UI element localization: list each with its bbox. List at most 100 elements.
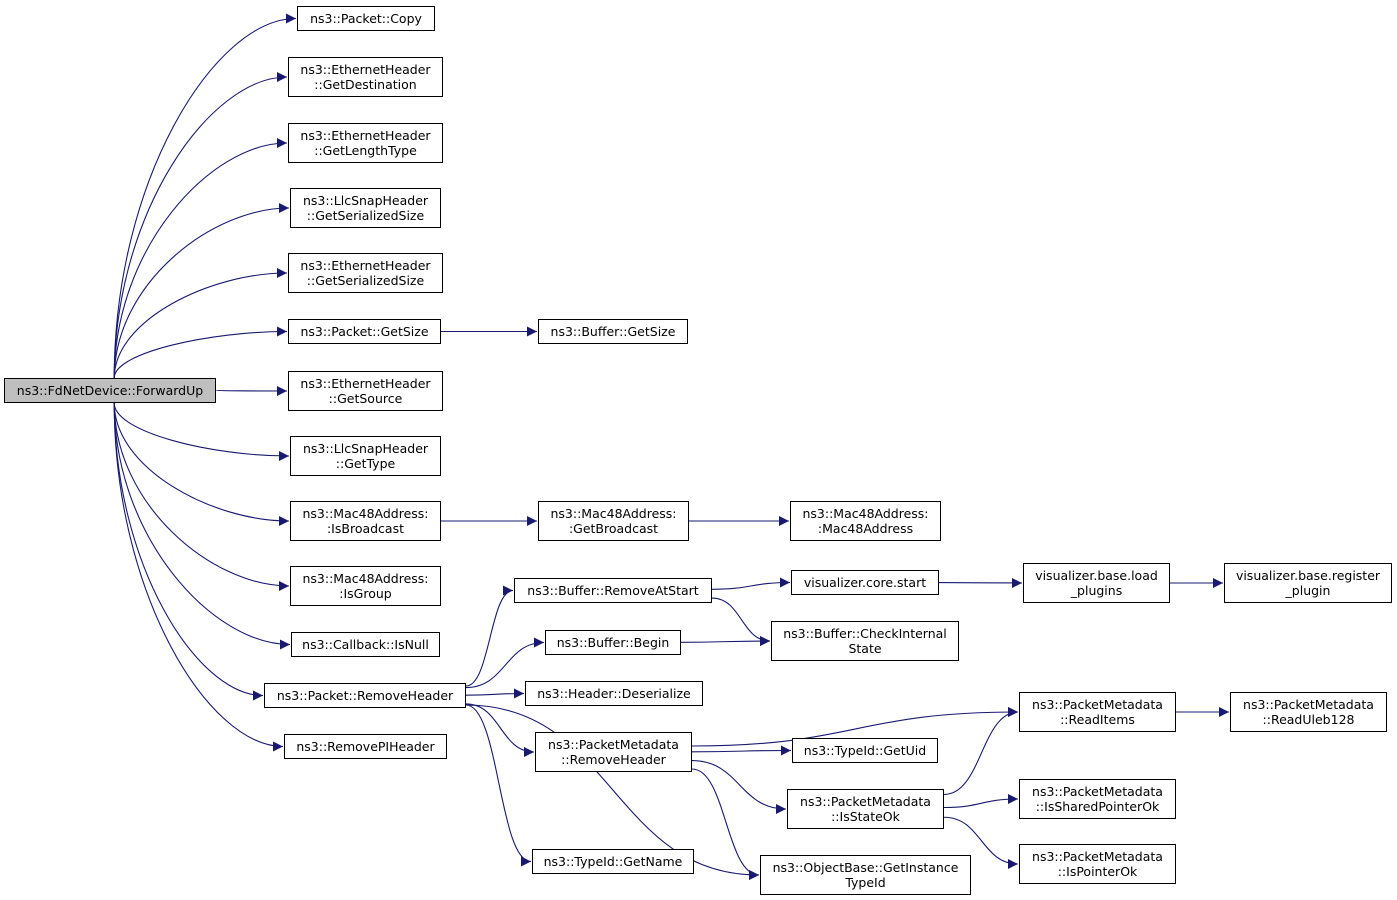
node-ethernetheader-getdestination[interactable]: ns3::EthernetHeader ::GetDestination [288,57,443,97]
node-label-line: ns3::Buffer::GetSize [550,324,676,339]
node-label-line: ns3::Buffer::RemoveAtStart [527,583,699,598]
node-label-line: :Mac48Address [817,521,914,536]
call-edge-root-to-eth_getser [113,268,288,379]
node-label-line: ns3::LlcSnapHeader [302,193,429,208]
node-label-line: ns3::PacketMetadata [1032,849,1163,864]
call-edge-root-to-llc_gettype [113,402,290,461]
node-label-line: ::IsStateOk [831,809,900,824]
node-callback-isnull[interactable]: ns3::Callback::IsNull [291,632,440,657]
node-label-line: ns3::Header::Deserialize [537,686,691,701]
node-label-line: ::RemoveHeader [561,752,666,767]
node-buffer-checkinternalstate[interactable]: ns3::Buffer::CheckInternal State [771,621,959,661]
call-edge-pkt_removehdr-to-hdr_deser [465,688,525,699]
node-llcsnapheader-gettype[interactable]: ns3::LlcSnapHeader ::GetType [290,436,441,476]
call-edge-pm_isstateok-to-pm_readitems [943,707,1019,795]
node-mac48address-getbroadcast[interactable]: ns3::Mac48Address: :GetBroadcast [538,501,689,541]
node-buffer-begin[interactable]: ns3::Buffer::Begin [545,630,681,655]
node-label-line: ns3::EthernetHeader [300,128,431,143]
node-label-line: :GetBroadcast [568,521,659,536]
node-ethernetheader-getsource[interactable]: ns3::EthernetHeader ::GetSource [288,371,443,411]
node-packetmetadata-issharedpointerok[interactable]: ns3::PacketMetadata ::IsSharedPointerOk [1019,779,1176,819]
node-label-line: ns3::PacketMetadata [800,794,931,809]
node-label-line: ::GetDestination [314,77,417,92]
node-buffer-removeatstart[interactable]: ns3::Buffer::RemoveAtStart [514,578,712,603]
node-label-line: ::GetSerializedSize [306,208,425,223]
node-label-line: ns3::Callback::IsNull [302,637,429,652]
call-edge-root-to-copy [113,13,297,379]
call-edge-buf_begin-to-buf_checkint [680,636,771,647]
node-label-line: _plugin [1285,583,1331,598]
node-label-line: ns3::PacketMetadata [1032,784,1163,799]
node-label-line: :IsBroadcast [326,521,405,536]
call-edge-root-to-llc_getser [113,203,290,379]
call-edge-buf_removestart-to-viz_start [711,577,791,590]
call-edge-root-to-eth_getdest [113,72,288,379]
node-label-line: visualizer.base.load [1035,568,1158,583]
call-edge-pkt_removehdr-to-ob_getinst [465,704,760,880]
call-edge-root-to-pkt_getsize [113,326,288,379]
node-packetmetadata-isstateok[interactable]: ns3::PacketMetadata ::IsStateOk [787,789,944,829]
node-packetmetadata-readuleb128[interactable]: ns3::PacketMetadata ::ReadUleb128 [1230,692,1387,732]
call-edge-pm_removehdr-to-pm_isstateok [691,760,787,814]
node-llcsnapheader-getserializedsize[interactable]: ns3::LlcSnapHeader ::GetSerializedSize [290,188,441,228]
node-label-line: ::ReadUleb128 [1262,712,1355,727]
call-edge-pm_isstateok-to-pm_isptrok [943,816,1019,869]
node-label-line: visualizer.base.register [1235,568,1381,583]
node-label-line: State [848,641,882,656]
call-edge-pm_removehdr-to-ob_getinst [691,768,760,880]
node-ethernetheader-getserializedsize[interactable]: ns3::EthernetHeader ::GetSerializedSize [288,253,443,293]
node-typeid-getuid[interactable]: ns3::TypeId::GetUid [792,738,938,763]
node-objectbase-getinstancetypeid[interactable]: ns3::ObjectBase::GetInstance TypeId [760,855,971,895]
node-label-line: ns3::Packet::GetSize [300,324,429,339]
node-typeid-getname[interactable]: ns3::TypeId::GetName [532,849,694,874]
node-label-line: ns3::Mac48Address: [302,506,429,521]
node-buffer-getsize[interactable]: ns3::Buffer::GetSize [538,319,688,344]
node-packetmetadata-removeheader[interactable]: ns3::PacketMetadata ::RemoveHeader [535,732,692,772]
node-packet-copy[interactable]: ns3::Packet::Copy [297,6,435,31]
node-label-line: ns3::Buffer::CheckInternal [783,626,947,641]
node-visualizer-core-start[interactable]: visualizer.core.start [791,570,939,595]
node-label-line: ns3::Packet::RemoveHeader [276,688,454,703]
node-visualizer-base-load-plugins[interactable]: visualizer.base.load _plugins [1023,563,1170,603]
node-label-line: ns3::Mac48Address: [550,506,677,521]
node-label-line: ns3::TypeId::GetName [543,854,683,869]
node-label-line: ns3::EthernetHeader [300,258,431,273]
node-label-line: ns3::Mac48Address: [802,506,929,521]
node-label-line: ::IsSharedPointerOk [1035,799,1160,814]
node-header-deserialize[interactable]: ns3::Header::Deserialize [525,681,703,706]
call-edge-root-to-pkt_removehdr [113,402,264,701]
node-label-line: ns3::RemovePIHeader [296,739,435,754]
node-label-line: ns3::LlcSnapHeader [302,441,429,456]
call-edge-root-to-eth_getsrc [215,385,288,396]
call-edge-pkt_removehdr-to-buf_removestart [465,585,514,687]
node-label-line: visualizer.core.start [803,575,927,590]
node-packetmetadata-readitems[interactable]: ns3::PacketMetadata ::ReadItems [1019,692,1176,732]
node-label-line: _plugins [1070,583,1123,598]
node-mac48address-isgroup[interactable]: ns3::Mac48Address: :IsGroup [290,566,441,606]
node-label-line: ::IsPointerOk [1057,864,1138,879]
node-removepiheader[interactable]: ns3::RemovePIHeader [284,734,447,759]
call-edge-root-to-eth_getlen [113,138,288,379]
call-edge-pkt_removehdr-to-tid_getname [465,704,532,867]
node-label-line: TypeId [845,875,886,890]
call-edge-root-to-mac_isgroup [113,402,290,591]
node-mac48address-mac48address[interactable]: ns3::Mac48Address: :Mac48Address [790,501,941,541]
node-packet-getsize[interactable]: ns3::Packet::GetSize [288,319,441,344]
node-label-line: ::GetType [335,456,396,471]
call-edge-root-to-mac_isbcast [113,402,290,526]
node-fdnetdevice-forwardup: ns3::FdNetDevice::ForwardUp [4,378,216,403]
node-label-line: ns3::Packet::Copy [310,11,422,26]
node-label-line: ns3::EthernetHeader [300,62,431,77]
call-edge-root-to-removepi [113,402,284,752]
node-label-line: ns3::TypeId::GetUid [803,743,927,758]
node-label-line: ns3::PacketMetadata [1243,697,1374,712]
node-visualizer-base-register-plugin[interactable]: visualizer.base.register _plugin [1224,563,1392,603]
node-label-line: ns3::Buffer::Begin [556,635,670,650]
call-edge-pm_removehdr-to-tid_getuid [691,745,792,756]
node-label-line: ns3::EthernetHeader [300,376,431,391]
node-mac48address-isbroadcast[interactable]: ns3::Mac48Address: :IsBroadcast [290,501,441,541]
node-packetmetadata-ispointerok[interactable]: ns3::PacketMetadata ::IsPointerOk [1019,844,1176,884]
node-packet-removeheader[interactable]: ns3::Packet::RemoveHeader [264,683,466,708]
node-ethernetheader-getlengthtype[interactable]: ns3::EthernetHeader ::GetLengthType [288,123,443,163]
